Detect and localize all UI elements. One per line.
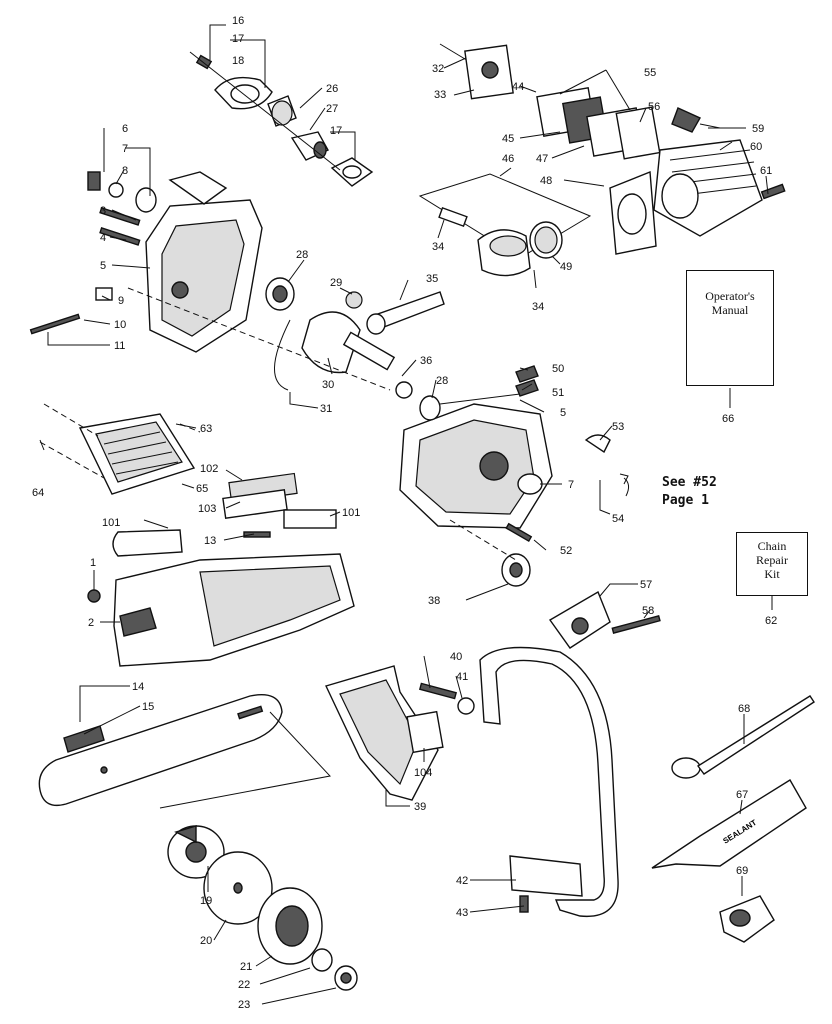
part-group-clutch bbox=[167, 825, 358, 991]
callout-8: 8 bbox=[122, 165, 128, 177]
callout-27: 27 bbox=[326, 103, 338, 115]
callout-11: 11 bbox=[114, 340, 125, 352]
callout-69: 69 bbox=[736, 865, 748, 877]
callout-22: 22 bbox=[238, 979, 250, 991]
callout-30: 30 bbox=[322, 379, 334, 391]
part-group-housing bbox=[87, 531, 355, 667]
part-group-cover bbox=[39, 403, 201, 495]
callout-39: 39 bbox=[414, 801, 426, 813]
callout-43: 43 bbox=[456, 907, 468, 919]
part-group-crankcase bbox=[29, 171, 445, 391]
callout-55: 55 bbox=[644, 67, 656, 79]
part-group-front-handle bbox=[479, 590, 661, 918]
callout-3: 3 bbox=[100, 205, 106, 217]
callout-35: 35 bbox=[426, 273, 438, 285]
callout-46: 46 bbox=[502, 153, 514, 165]
callout-10: 10 bbox=[114, 319, 126, 331]
part-group-tools: SEALANT bbox=[651, 695, 815, 943]
callout-54: 54 bbox=[612, 513, 624, 525]
chain-repair-kit-label: Chain Repair Kit bbox=[756, 539, 788, 581]
callout-60: 60 bbox=[750, 141, 762, 153]
callout-33: 33 bbox=[434, 89, 446, 101]
callout-17b: 17 bbox=[330, 125, 342, 137]
callout-14: 14 bbox=[132, 681, 144, 693]
callout-7b: 7 bbox=[568, 479, 574, 491]
callout-28b: 28 bbox=[436, 375, 448, 387]
part-group-decals bbox=[112, 472, 337, 557]
callout-28: 28 bbox=[296, 249, 308, 261]
callout-2: 2 bbox=[88, 617, 94, 629]
part-group-chain-guard bbox=[325, 665, 475, 801]
callout-61: 61 bbox=[760, 165, 772, 177]
callout-44: 44 bbox=[512, 81, 524, 93]
callout-labels: 16 17 18 26 27 17 32 33 44 55 56 45 59 6… bbox=[32, 15, 777, 1011]
callout-17: 17 bbox=[232, 33, 244, 45]
see-reference-line1: See #52 bbox=[662, 475, 717, 490]
callout-58: 58 bbox=[642, 605, 654, 617]
callout-42: 42 bbox=[456, 875, 468, 887]
callout-56: 56 bbox=[648, 101, 660, 113]
part-group-16-18 bbox=[189, 51, 374, 187]
operators-manual-box: Operator's Manual bbox=[686, 270, 774, 386]
callout-1: 1 bbox=[90, 557, 96, 569]
callout-34b: 34 bbox=[532, 301, 544, 313]
callout-9: 9 bbox=[118, 295, 124, 307]
callout-68: 68 bbox=[738, 703, 750, 715]
see-reference-line2: Page 1 bbox=[662, 493, 709, 508]
callout-36: 36 bbox=[420, 355, 432, 367]
callout-103: 103 bbox=[198, 503, 216, 515]
callout-101b: 101 bbox=[342, 507, 360, 519]
part-group-32-61 bbox=[439, 43, 786, 255]
callout-63: 63 bbox=[200, 423, 212, 435]
callout-19: 19 bbox=[200, 895, 212, 907]
callout-16: 16 bbox=[232, 15, 244, 27]
callout-67: 67 bbox=[736, 789, 748, 801]
callout-7: 7 bbox=[122, 143, 128, 155]
callout-52: 52 bbox=[560, 545, 572, 557]
see-reference: See #52 Page 1 bbox=[662, 474, 717, 510]
callout-45: 45 bbox=[502, 133, 514, 145]
callout-6: 6 bbox=[122, 123, 128, 135]
part-group-guide-bar bbox=[38, 694, 331, 809]
callout-4: 4 bbox=[100, 232, 106, 244]
callout-47: 47 bbox=[536, 153, 548, 165]
callout-31: 31 bbox=[320, 403, 332, 415]
callout-62: 62 bbox=[765, 615, 777, 627]
callout-18: 18 bbox=[232, 55, 244, 67]
callout-26: 26 bbox=[326, 83, 338, 95]
callout-32: 32 bbox=[432, 63, 444, 75]
callout-65: 65 bbox=[196, 483, 208, 495]
callout-64: 64 bbox=[32, 487, 44, 499]
callout-21: 21 bbox=[240, 961, 252, 973]
see-reference-arrow bbox=[623, 477, 630, 497]
callout-13: 13 bbox=[204, 535, 216, 547]
callout-40: 40 bbox=[450, 651, 462, 663]
callout-34: 34 bbox=[432, 241, 444, 253]
callout-20: 20 bbox=[200, 935, 212, 947]
callout-29: 29 bbox=[330, 277, 342, 289]
operators-manual-label: Operator's Manual bbox=[705, 289, 755, 317]
chain-repair-kit-box: Chain Repair Kit bbox=[736, 532, 808, 596]
callout-41: 41 bbox=[456, 671, 468, 683]
part-group-piston bbox=[418, 173, 592, 277]
callout-59: 59 bbox=[752, 123, 764, 135]
callout-104: 104 bbox=[414, 767, 432, 779]
leader-lines bbox=[39, 24, 773, 1005]
callout-38: 38 bbox=[428, 595, 440, 607]
callout-5: 5 bbox=[100, 260, 106, 272]
callout-102: 102 bbox=[200, 463, 218, 475]
part-group-crankcase-half bbox=[395, 365, 611, 587]
callout-5b: 5 bbox=[560, 407, 566, 419]
callout-51: 51 bbox=[552, 387, 564, 399]
callout-101: 101 bbox=[102, 517, 120, 529]
callout-49: 49 bbox=[560, 261, 572, 273]
callout-66: 66 bbox=[722, 413, 734, 425]
callout-15: 15 bbox=[142, 701, 154, 713]
callout-48: 48 bbox=[540, 175, 552, 187]
callout-53: 53 bbox=[612, 421, 624, 433]
callout-50: 50 bbox=[552, 363, 564, 375]
callout-23: 23 bbox=[238, 999, 250, 1011]
callout-57: 57 bbox=[640, 579, 652, 591]
